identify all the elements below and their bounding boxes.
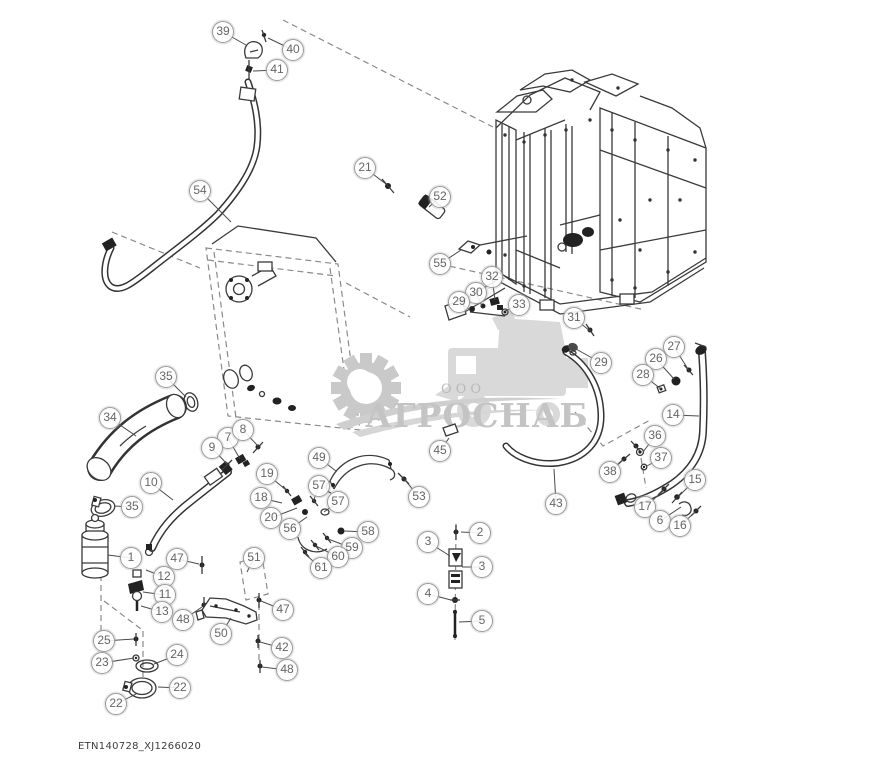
watermark: ООО АГРОСНАБ [331, 310, 589, 437]
support-bracket-assembly [195, 593, 263, 673]
elbow-tube-assembly [86, 393, 187, 517]
drawing-code: ETN140728_XJ1266020 [78, 741, 202, 752]
watermark-company-name: АГРОСНАБ [365, 396, 589, 435]
return-hose-assembly [502, 323, 605, 468]
leader-lines [101, 31, 700, 705]
strap-and-fitting-cluster [282, 455, 396, 558]
watermark-org-type: ООО [441, 382, 485, 397]
sensor-column [448, 525, 463, 638]
upper-hose-assembly [101, 29, 267, 293]
lower-hose-assembly [144, 441, 264, 557]
radiator-panel [183, 225, 361, 431]
steel-tube-assembly [614, 342, 708, 517]
reservoir-and-drain-assembly [81, 513, 207, 699]
frame-structure [444, 69, 707, 321]
